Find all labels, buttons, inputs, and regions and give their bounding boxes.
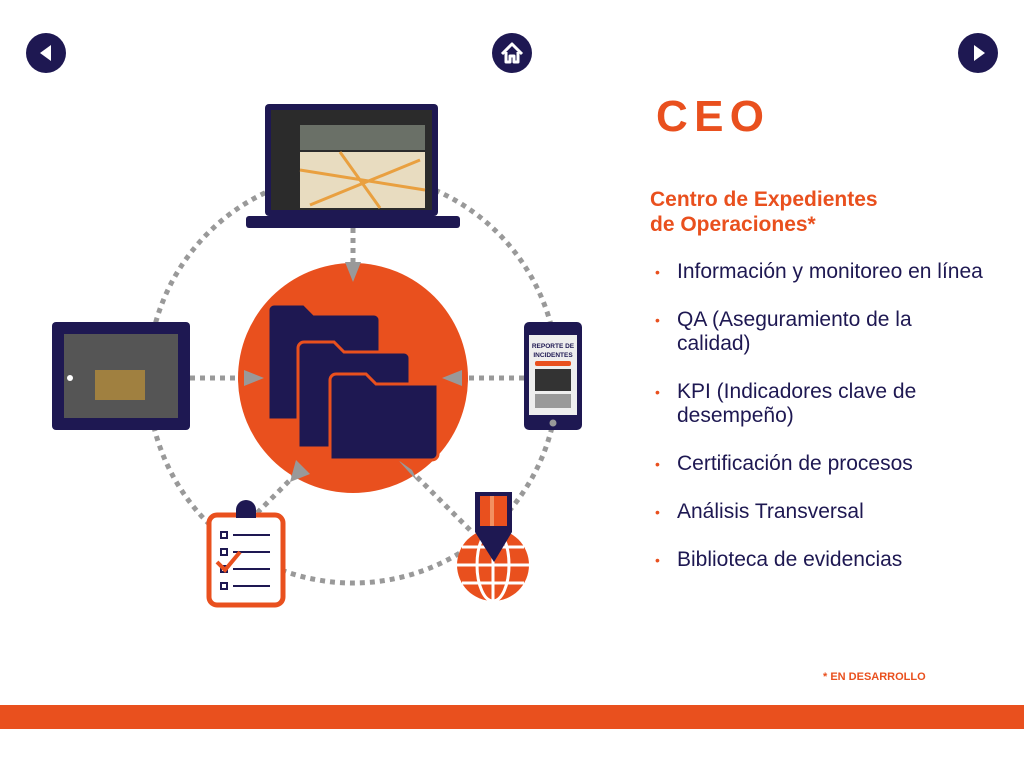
arrow-heads — [244, 262, 462, 482]
bullet-icon: • — [655, 264, 660, 280]
bullet-icon: • — [655, 312, 660, 328]
footnote: * EN DESARROLLO — [823, 671, 926, 683]
list-item: •Información y monitoreo en línea — [655, 260, 983, 283]
next-button[interactable] — [958, 33, 998, 73]
prev-button[interactable] — [26, 33, 66, 73]
footer-bar — [0, 705, 1024, 729]
bullet-icon: • — [655, 456, 660, 472]
folders-icon — [266, 302, 440, 462]
page-title: Centro de Expedientes de Operaciones* — [650, 188, 878, 236]
tablet-icon — [52, 322, 190, 430]
feature-list: •Información y monitoreo en línea •QA (A… — [655, 260, 985, 596]
list-item: •QA (Aseguramiento de la calidad) — [655, 308, 912, 355]
arrow-left-icon — [40, 45, 51, 61]
home-icon — [500, 42, 524, 64]
list-item: •KPI (Indicadores clave de desempeño) — [655, 380, 917, 427]
phone-icon: REPORTE DE INCIDENTES — [524, 322, 582, 430]
phone-report-line1: REPORTE DE — [532, 343, 575, 350]
arrow-right-icon — [974, 45, 985, 61]
bullet-icon: • — [655, 504, 660, 520]
list-item: •Análisis Transversal — [655, 500, 864, 523]
svg-text:CEO: CEO — [656, 95, 764, 135]
list-item: •Biblioteca de evidencias — [655, 548, 903, 571]
list-item: •Certificación de procesos — [655, 452, 913, 475]
bullet-icon: • — [655, 552, 660, 568]
checklist-icon — [206, 500, 286, 608]
bullet-icon: • — [655, 384, 660, 400]
ceo-diagram: REPORTE DE INCIDENTES — [52, 104, 582, 608]
ceo-logo: CEO — [656, 92, 766, 141]
laptop-icon — [246, 104, 460, 228]
globe-pin-icon — [457, 492, 529, 603]
connector-lines — [190, 228, 524, 532]
home-button[interactable] — [492, 33, 532, 73]
phone-report-line2: INCIDENTES — [533, 352, 573, 359]
